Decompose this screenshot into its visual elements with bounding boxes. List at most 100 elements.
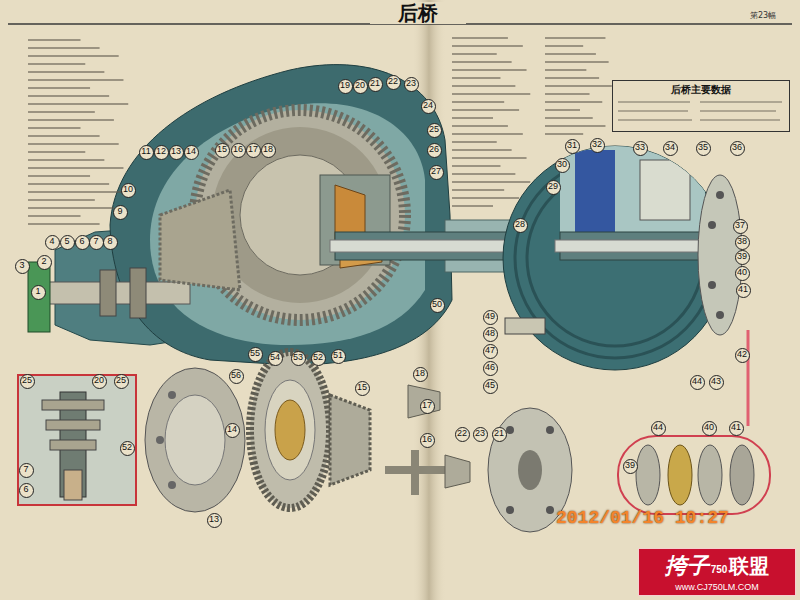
callout-number: 52: [120, 441, 135, 456]
parts-list-lines: [28, 39, 81, 41]
callout-number: 46: [483, 361, 498, 376]
parts-list-lines: [452, 133, 523, 135]
callout-number: 50: [430, 298, 445, 313]
parts-list-lines: [545, 61, 609, 63]
parts-list-lines: [28, 87, 90, 89]
callout-number: 3: [15, 259, 30, 274]
table-rule-lines: [618, 101, 690, 103]
callout-number: 29: [546, 180, 561, 195]
callout-number: 20: [353, 79, 368, 94]
parts-list-lines: [452, 53, 497, 55]
callout-number: 27: [429, 165, 444, 180]
parts-list-lines: [28, 63, 85, 65]
left-inset: [46, 420, 100, 430]
hub-flange-part: [546, 506, 554, 514]
callout-number: 44: [690, 375, 705, 390]
parts-list-lines: [28, 47, 100, 49]
callout-number: 12: [154, 145, 169, 160]
parts-list-lines: [452, 181, 530, 183]
differential-case-part: [165, 395, 225, 485]
callout-number: 21: [492, 427, 507, 442]
parts-list-lines: [28, 183, 109, 185]
parts-list-lines: [452, 37, 508, 39]
parts-list-lines: [545, 69, 586, 71]
parts-list-lines: [452, 189, 504, 191]
callout-number: 15: [215, 143, 230, 158]
watermark-box: 挎子750联盟www.CJ750LM.COM: [638, 548, 796, 596]
callout-number: 40: [735, 266, 750, 281]
parts-list-lines: [545, 37, 605, 39]
callout-number: 55: [248, 347, 263, 362]
parts-list-lines: [28, 191, 128, 193]
parts-list-lines: [545, 38, 612, 134]
callout-number: 41: [736, 283, 751, 298]
callout-number: 39: [623, 459, 638, 474]
callout-number: 42: [735, 348, 750, 363]
left-inset: [64, 470, 82, 500]
callout-number: 6: [75, 235, 90, 250]
callout-number: 16: [420, 433, 435, 448]
callout-number: 40: [702, 421, 717, 436]
parts-list-lines: [452, 125, 508, 127]
parts-list-lines: [452, 157, 527, 159]
callout-number: 25: [427, 123, 442, 138]
parts-list-lines: [545, 125, 605, 127]
parts-list-lines: [545, 77, 599, 79]
parts-list-lines: [452, 45, 523, 47]
parts-list-lines: [28, 159, 104, 161]
parts-list-lines: [452, 77, 500, 79]
callout-number: 19: [338, 79, 353, 94]
parts-list-lines: [452, 205, 493, 207]
callout-number: 9: [113, 205, 128, 220]
left-inset: [18, 375, 136, 505]
callout-number: 21: [368, 77, 383, 92]
callout-number: 34: [663, 141, 678, 156]
parts-list-lines: [545, 101, 602, 103]
parts-list-lines: [28, 103, 128, 105]
callout-number: 56: [229, 369, 244, 384]
ring-gear-part: [275, 400, 305, 460]
poster-title: 后桥: [370, 2, 466, 24]
parts-list-lines: [452, 173, 515, 175]
drive-pinion: [28, 262, 50, 332]
table-rule-lines: [618, 110, 688, 112]
callout-number: 41: [729, 421, 744, 436]
callout-number: 16: [231, 143, 246, 158]
differential-case-part: [168, 391, 176, 399]
drive-pinion: [28, 190, 240, 332]
callout-number: 14: [225, 423, 240, 438]
data-table-box: 后桥主要数据: [612, 80, 790, 132]
callout-number: 53: [291, 351, 306, 366]
callout-number: 22: [455, 427, 470, 442]
date-stamp: 2012/01/16 10:27: [556, 508, 729, 528]
parts-list-lines: [452, 197, 519, 199]
table-heading: 后桥主要数据: [617, 83, 785, 97]
right-inset: [636, 445, 660, 505]
parts-list-lines: [452, 149, 512, 151]
callout-number: 25: [20, 374, 35, 389]
brake-drum: [560, 140, 705, 245]
parts-list-lines: [28, 55, 119, 57]
callout-number: 43: [709, 375, 724, 390]
callout-number: 51: [331, 349, 346, 364]
callout-number: 23: [404, 77, 419, 92]
callout-number: 25: [114, 374, 129, 389]
differential-case-part: [145, 368, 245, 512]
ring-gear-part: [265, 380, 315, 480]
callout-number: 30: [555, 158, 570, 173]
callout-number: 18: [261, 143, 276, 158]
callout-number: 10: [121, 183, 136, 198]
parts-list-lines: [545, 93, 590, 95]
callout-number: 39: [735, 250, 750, 265]
callout-number: 47: [483, 344, 498, 359]
callout-number: 1: [31, 285, 46, 300]
callout-number: 26: [427, 143, 442, 158]
left-inset: [50, 440, 96, 450]
callout-number: 33: [633, 141, 648, 156]
callout-number: 31: [565, 139, 580, 154]
parts-list-lines: [28, 223, 100, 225]
callout-number: 14: [184, 145, 199, 160]
table-rule-lines: [618, 119, 692, 121]
